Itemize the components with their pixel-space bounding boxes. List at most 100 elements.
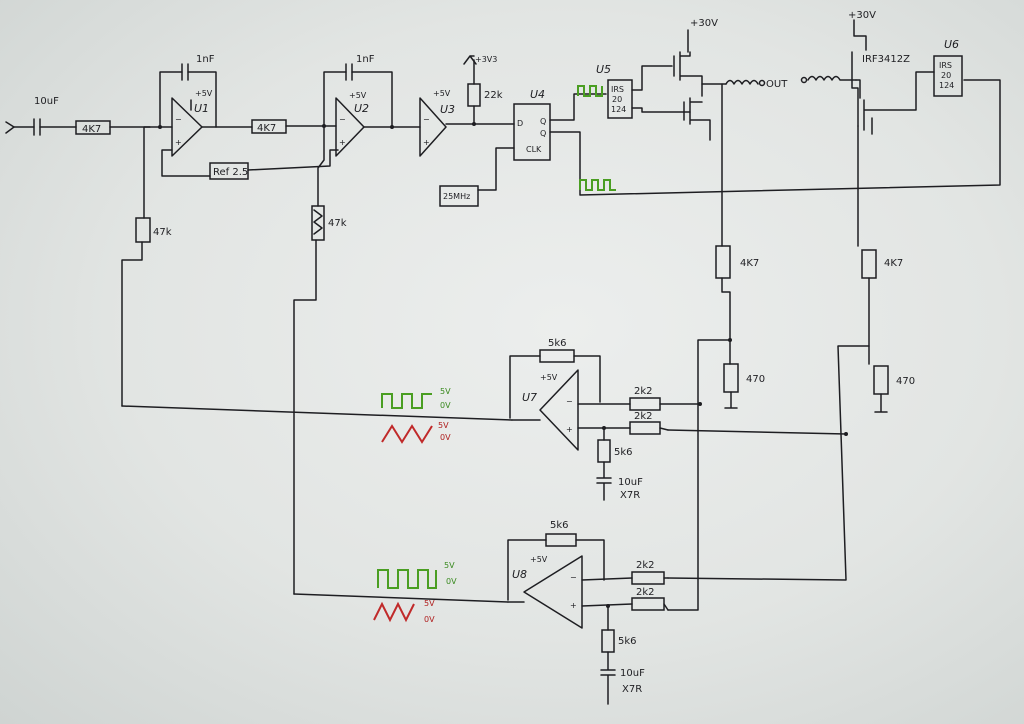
- svg-text:5V: 5V: [438, 421, 449, 430]
- inductor-right: [807, 75, 857, 81]
- resistor-47k-mid: [311, 205, 325, 241]
- u2-supply: +5V: [349, 91, 367, 100]
- triangle-wave-u7: [381, 424, 433, 444]
- resistor-470-right-label: 470: [896, 376, 915, 387]
- supply-30v-left: +30V: [690, 18, 718, 29]
- u7-label: U7: [522, 391, 537, 404]
- capacitor-u2-label: 1nF: [356, 54, 375, 65]
- svg-text:−: −: [566, 397, 573, 406]
- driver-u6: [933, 55, 963, 97]
- inductor-left: [725, 79, 759, 85]
- resistor-4k7-right: [861, 249, 877, 279]
- resistor-470-left-label: 470: [746, 374, 765, 385]
- svg-text:5V: 5V: [440, 387, 451, 396]
- triangle-wave-u8: [373, 601, 415, 623]
- capacitor-u1: [181, 63, 189, 81]
- square-wave-u8: [377, 569, 437, 589]
- mosfet-low-right: [863, 71, 935, 135]
- mosfet-high-left: [673, 51, 703, 97]
- supply-30v-right: +30V: [848, 10, 876, 21]
- resistor-2k2-u8-plus: [631, 597, 665, 611]
- svg-text:+: +: [566, 425, 573, 434]
- svg-text:−: −: [570, 573, 577, 582]
- input-arrow: [5, 121, 15, 134]
- svg-text:−: −: [423, 115, 430, 124]
- oscillator-label: 25MHz: [443, 192, 470, 201]
- resistor-5k6-u8-feedback-label: 5k6: [550, 520, 569, 531]
- resistor-470-right: [873, 365, 889, 395]
- resistor-5k6-u8-feedback: [545, 533, 577, 547]
- u8-supply: +5V: [530, 555, 548, 564]
- svg-text:5V: 5V: [444, 561, 455, 570]
- u5-label: U5: [596, 63, 611, 76]
- input-capacitor: [33, 118, 41, 136]
- input-capacitor-label: 10uF: [34, 96, 59, 107]
- mosfet-high-right: [851, 51, 859, 127]
- mosfet-part-label: IRF3412Z: [862, 54, 910, 65]
- square-wave-qn: [579, 179, 616, 191]
- resistor-47k-mid-label: 47k: [328, 218, 347, 229]
- svg-text:CLK: CLK: [526, 145, 542, 154]
- resistor-4k7-left-label: 4K7: [740, 258, 759, 269]
- resistor-u1u2-label: 4K7: [257, 123, 276, 134]
- svg-text:+: +: [570, 601, 577, 610]
- svg-text:X7R: X7R: [620, 490, 640, 501]
- svg-text:0V: 0V: [440, 401, 451, 410]
- svg-text:+: +: [423, 138, 430, 147]
- u6-label: U6: [944, 38, 959, 51]
- svg-text:D: D: [517, 119, 523, 128]
- supply-3v3-label: +3V3: [475, 55, 497, 64]
- reference-box: [209, 162, 249, 180]
- svg-text:2k2: 2k2: [634, 411, 653, 422]
- u3-label: U3: [440, 103, 455, 116]
- svg-text:−: −: [339, 115, 346, 124]
- svg-text:−: −: [175, 115, 182, 124]
- resistor-2k2-u8-minus: [631, 571, 665, 585]
- u7-supply: +5V: [540, 373, 558, 382]
- opamp-u2: [335, 97, 365, 157]
- resistor-470-left: [723, 363, 739, 393]
- svg-text:IRS: IRS: [939, 61, 952, 70]
- opamp-u1: [171, 97, 203, 157]
- svg-text:+: +: [339, 138, 346, 147]
- svg-text:0V: 0V: [440, 433, 451, 442]
- square-wave-u7: [381, 393, 432, 409]
- resistor-5k6-u7-feedback-label: 5k6: [548, 338, 567, 349]
- svg-text:10uF: 10uF: [620, 668, 645, 679]
- u3-supply: +5V: [433, 89, 451, 98]
- svg-text:10uF: 10uF: [618, 477, 643, 488]
- output-label: OUT: [766, 79, 788, 90]
- resistor-4k7-right-label: 4K7: [884, 258, 903, 269]
- resistor-5k6-u8-ground: [601, 629, 615, 653]
- svg-text:X7R: X7R: [622, 684, 642, 695]
- svg-text:20: 20: [612, 95, 622, 104]
- resistor-2k2-u7-minus: [629, 397, 661, 411]
- resistor-22k-label: 22k: [484, 90, 503, 101]
- svg-text:IRS: IRS: [611, 85, 624, 94]
- u4-label: U4: [530, 88, 545, 101]
- capacitor-u1-label: 1nF: [196, 54, 215, 65]
- svg-text:+: +: [175, 138, 182, 147]
- svg-text:0V: 0V: [424, 615, 435, 624]
- svg-text:5V: 5V: [424, 599, 435, 608]
- square-wave-q: [577, 85, 603, 97]
- u2-label: U2: [354, 102, 369, 115]
- u1-supply: +5V: [195, 89, 213, 98]
- svg-text:124: 124: [611, 105, 626, 114]
- svg-text:0V: 0V: [446, 577, 457, 586]
- mosfet-low-left: [683, 97, 711, 141]
- u1-label: U1: [194, 102, 209, 115]
- svg-text:20: 20: [941, 71, 951, 80]
- resistor-5k6-u7-ground: [597, 439, 611, 463]
- opamp-u7: [539, 369, 579, 451]
- reference-label: Ref 2.5: [213, 167, 248, 178]
- resistor-47k-left: [135, 217, 151, 243]
- comparator-u3: [419, 97, 447, 157]
- resistor-22k: [467, 83, 481, 107]
- resistor-input-label: 4K7: [82, 124, 101, 135]
- u8-label: U8: [512, 568, 527, 581]
- svg-text:5k6: 5k6: [618, 636, 637, 647]
- driver-u5: [607, 79, 633, 119]
